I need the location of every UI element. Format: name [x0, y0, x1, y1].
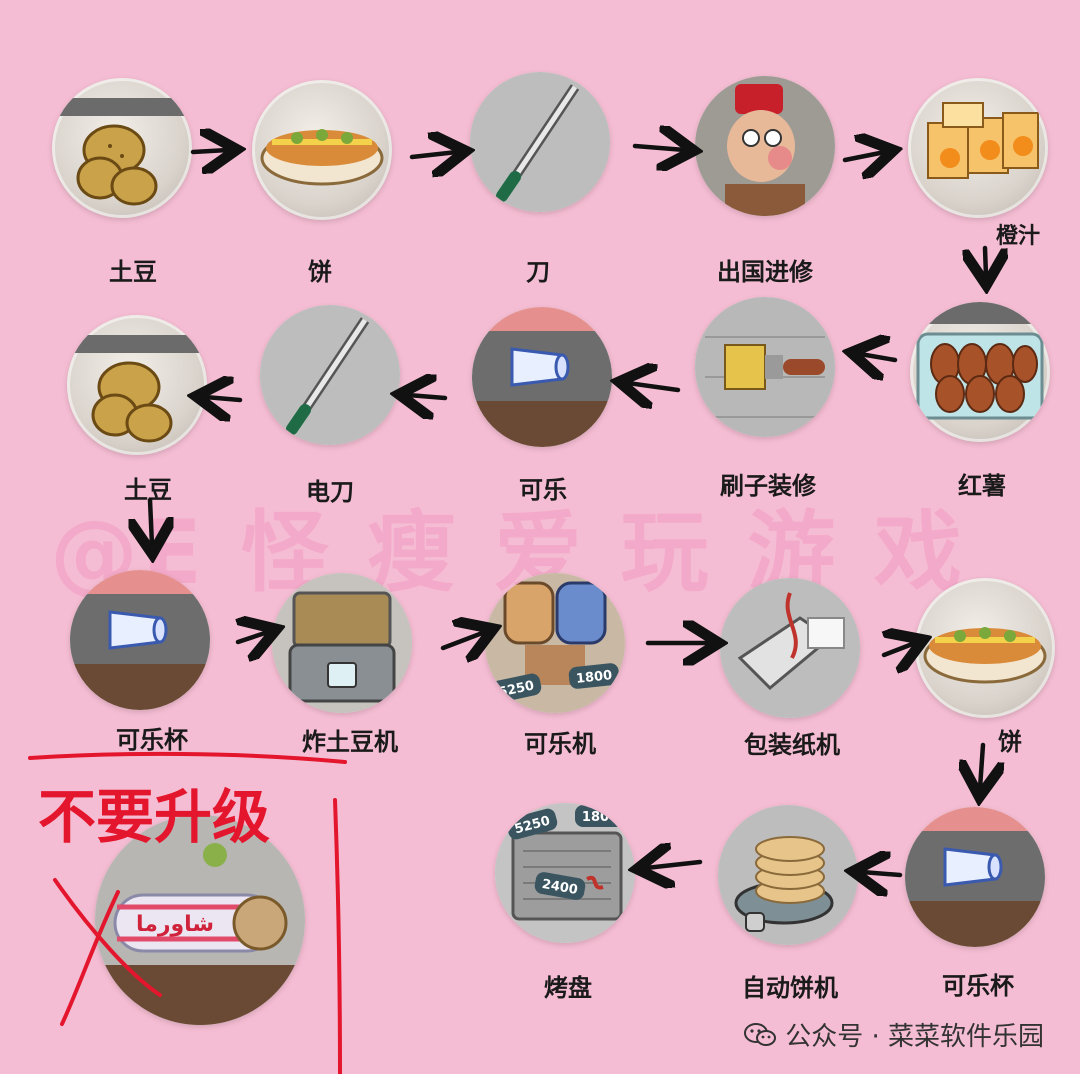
arrow-left-icon	[408, 395, 448, 398]
price-tag-2400: 2400	[534, 872, 586, 900]
wechat-icon	[744, 1022, 777, 1046]
wrap-brand-text: شاورما	[136, 912, 214, 937]
label-knife: 刀	[526, 258, 550, 286]
price-tag-1800: 1800	[575, 805, 625, 827]
wrap-machine-icon	[720, 578, 860, 718]
arrow-right-icon	[842, 152, 885, 160]
arrow-left-icon	[862, 872, 903, 875]
node-orange-juice[interactable]	[908, 78, 1048, 218]
shawarma-icon	[260, 129, 384, 186]
label-juice: 橙汁	[995, 224, 1041, 249]
label-chef: 出国进修	[717, 258, 813, 286]
grill-icon: 5250 1800 2400	[495, 803, 635, 943]
node-grill[interactable]: 5250 1800 2400	[495, 803, 635, 943]
label-bread-2: 饼	[998, 728, 1022, 756]
label-sweet-potato: 红薯	[958, 472, 1006, 500]
node-knife[interactable]	[470, 72, 610, 212]
node-cola-cup[interactable]	[70, 570, 210, 710]
node-chef[interactable]	[695, 76, 835, 216]
label-cola-cup: 可乐杯	[116, 726, 188, 754]
cup-icon	[905, 807, 1045, 947]
sweet-potato-icon	[910, 302, 1050, 420]
arrow-right-icon	[238, 632, 268, 642]
arrow-left-icon	[646, 862, 703, 868]
warning-text: 不要升级	[38, 783, 271, 851]
potato-icon	[67, 335, 207, 443]
label-cola-machine: 可乐机	[524, 730, 596, 758]
cup-icon	[472, 307, 612, 447]
node-shawarma-bread-2[interactable]	[915, 578, 1055, 718]
label-potato-2: 土豆	[124, 476, 172, 504]
label-potato: 土豆	[109, 258, 157, 286]
label-fryer: 炸土豆机	[302, 728, 398, 756]
price-tag-1800: 1800	[568, 663, 620, 689]
label-bread: 饼	[308, 258, 332, 286]
node-brush[interactable]	[695, 297, 835, 437]
node-potato-2[interactable]	[67, 315, 207, 455]
svg-text:1800: 1800	[575, 668, 613, 687]
node-cola-machine[interactable]: 5250 1800	[485, 573, 625, 713]
svg-text:1800: 1800	[582, 810, 618, 825]
arrow-left-icon	[628, 383, 681, 390]
cola-machine-icon: 5250 1800	[485, 573, 625, 713]
label-brush: 刷子装修	[720, 472, 816, 500]
shawarma-icon	[923, 627, 1047, 684]
label-cola-cup-2: 可乐杯	[942, 972, 1014, 1000]
svg-text:2400: 2400	[541, 877, 579, 898]
flatbread-icon	[718, 805, 858, 945]
chef-icon	[695, 76, 835, 216]
node-sweet-potato[interactable]	[910, 302, 1050, 442]
arrow-down-icon	[985, 245, 986, 276]
label-grill: 烤盘	[544, 974, 592, 1002]
cup-icon	[70, 570, 210, 710]
node-cola-cup-2[interactable]	[905, 807, 1045, 947]
juice-box-icon	[927, 102, 1039, 179]
arrow-right-icon	[632, 146, 685, 150]
arrow-right-icon	[884, 643, 915, 655]
label-electric-knife: 电刀	[306, 478, 354, 506]
label-cola: 可乐	[519, 476, 567, 504]
potato-icon	[52, 98, 192, 206]
arrow-left-icon	[205, 397, 243, 400]
label-wrap-machine: 包装纸机	[744, 731, 840, 759]
arrow-left-icon	[860, 354, 898, 360]
arrow-right-icon	[440, 632, 485, 648]
brush-icon	[695, 297, 835, 437]
footer-text: 公众号 · 菜菜软件乐园	[785, 1022, 1044, 1052]
arrow-right-icon	[190, 150, 228, 152]
node-shawarma-bread[interactable]	[252, 80, 392, 220]
node-potato[interactable]	[52, 78, 192, 218]
node-fryer[interactable]	[272, 573, 412, 713]
node-cola[interactable]	[472, 307, 612, 447]
footer: 公众号 · 菜菜软件乐园	[743, 1016, 1044, 1053]
node-wrap-machine[interactable]	[720, 578, 860, 718]
arrow-right-icon	[409, 152, 457, 157]
knife-icon	[470, 72, 610, 212]
node-auto-bread-machine[interactable]	[718, 805, 858, 945]
knife-icon	[260, 305, 400, 445]
fryer-icon	[272, 573, 412, 713]
label-auto-bread-machine: 自动饼机	[742, 974, 838, 1002]
arrow-down-icon	[980, 742, 983, 788]
node-electric-knife[interactable]	[260, 305, 400, 445]
